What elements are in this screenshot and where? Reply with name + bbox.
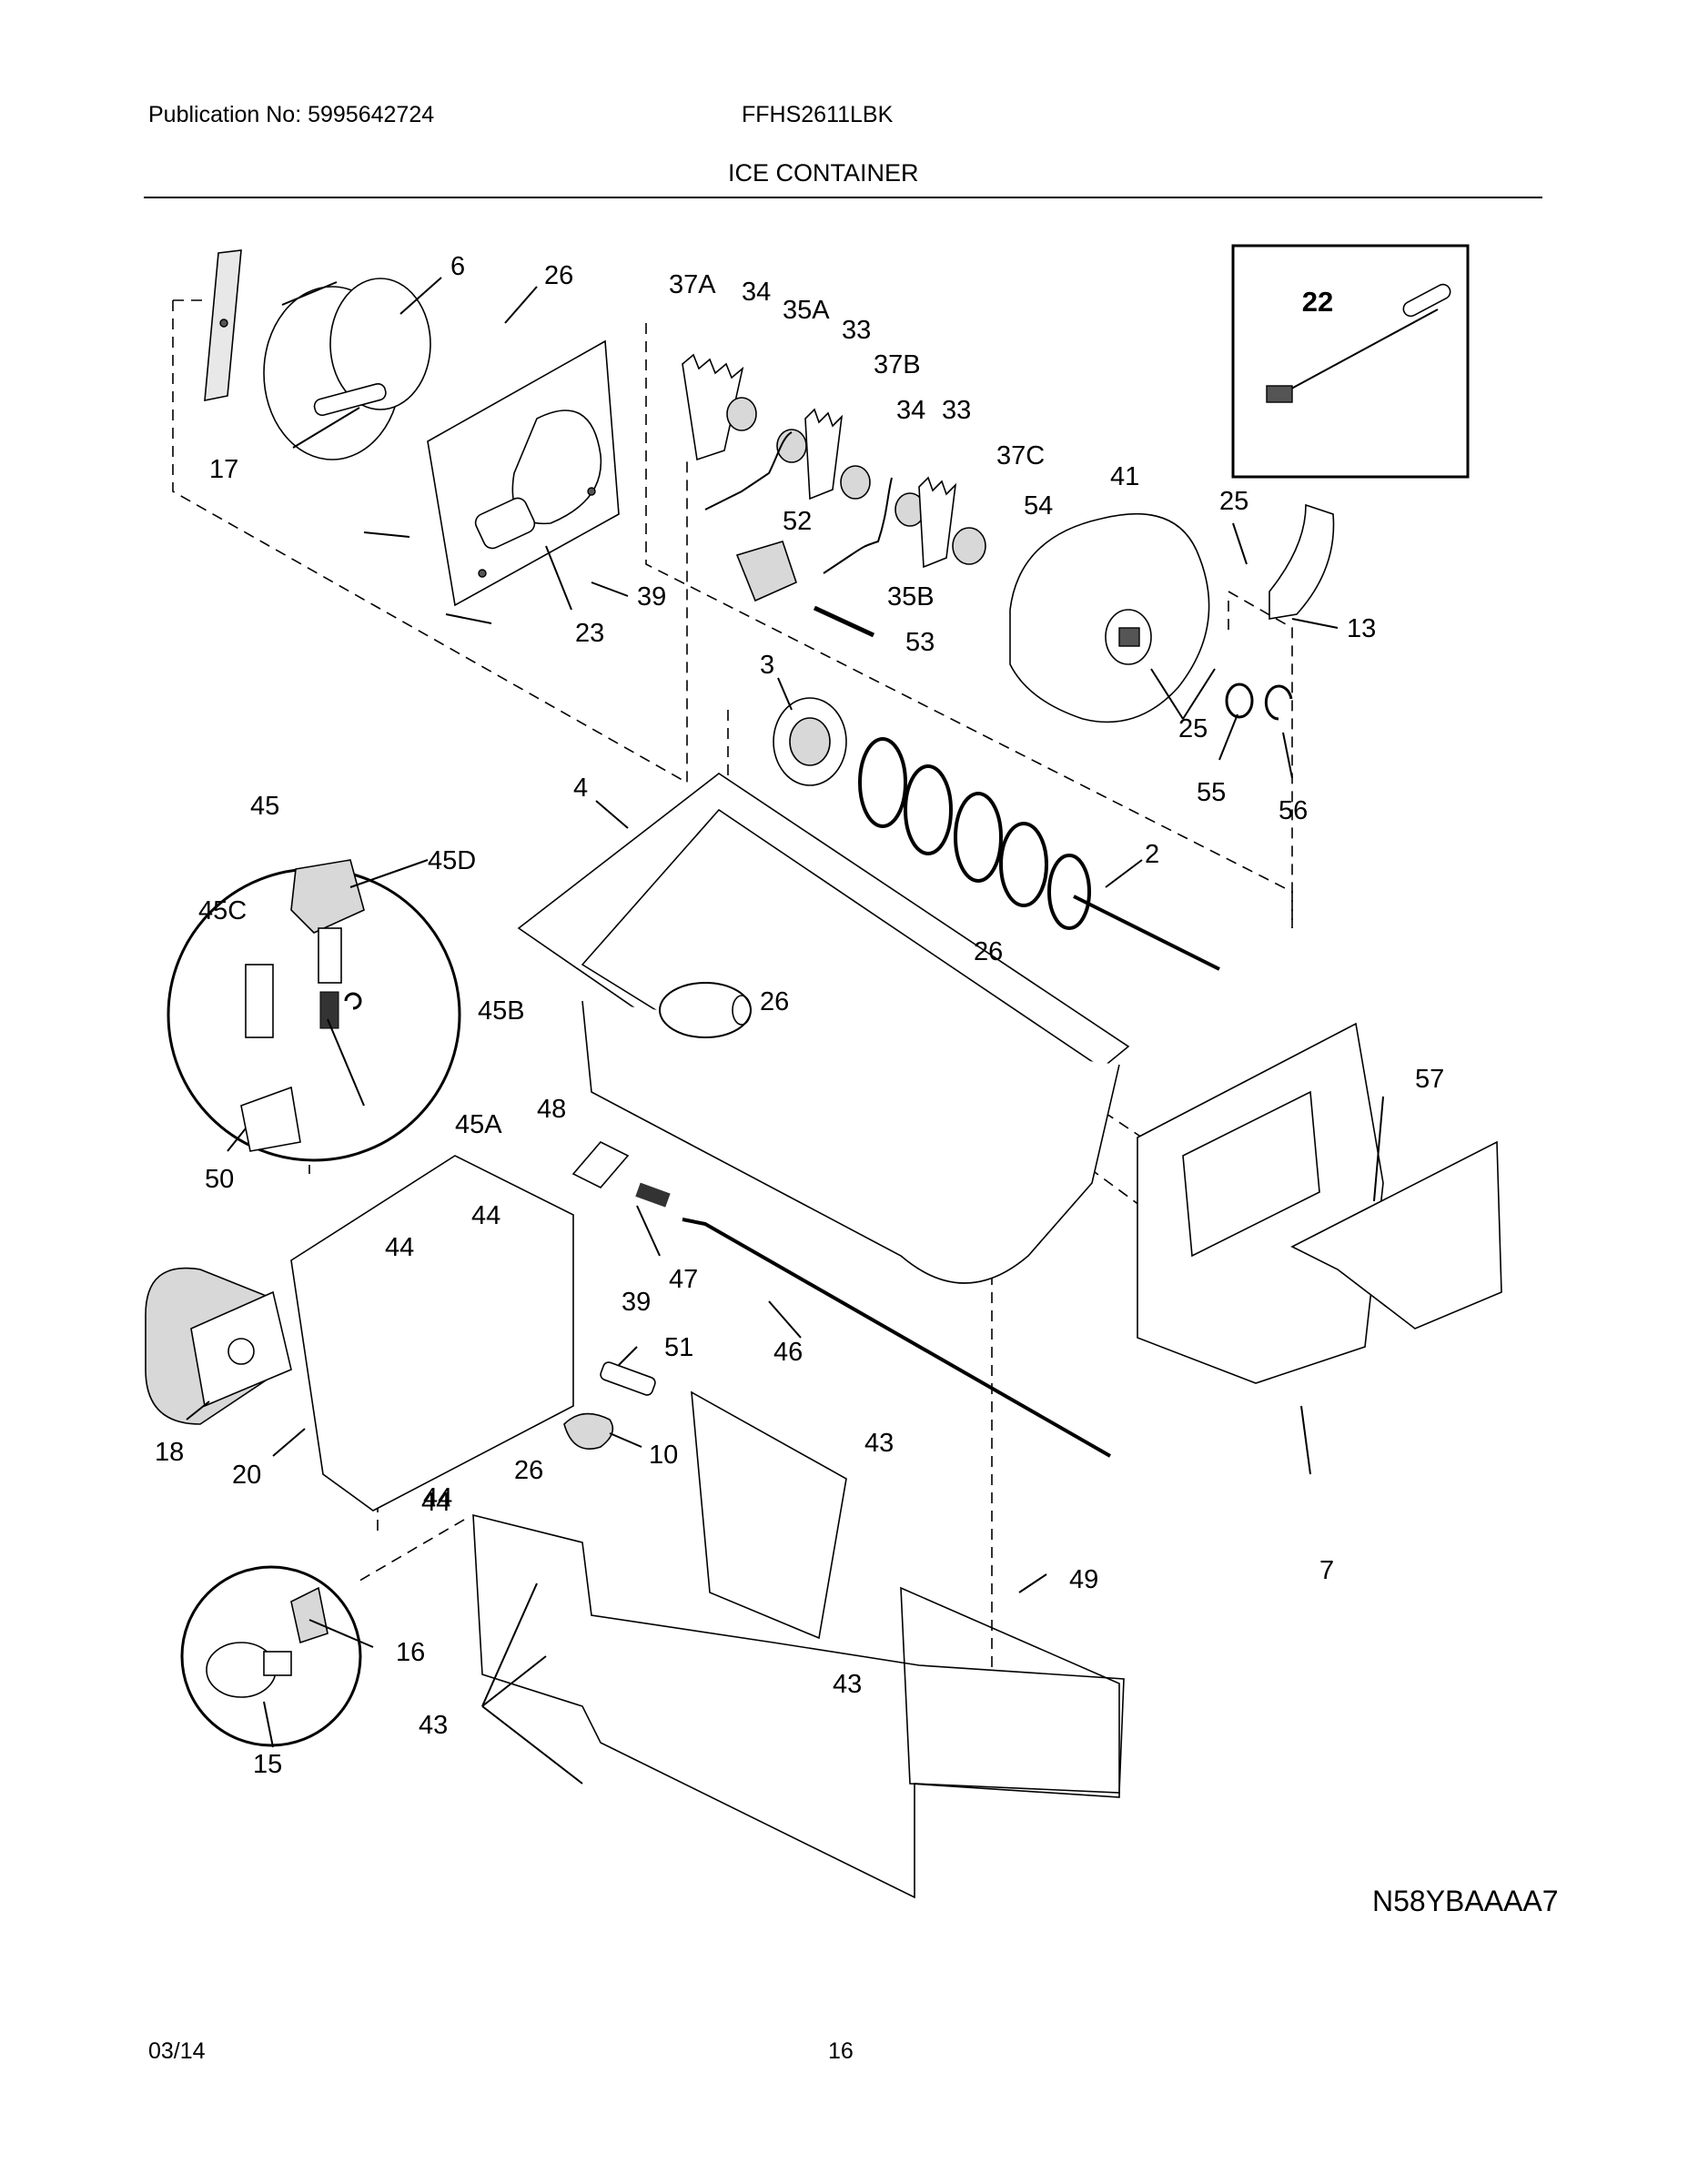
callout-label: 50 [205,1165,234,1194]
part-motor-assembly [145,1155,574,1512]
part-dispenser-cover [1137,1022,1502,1384]
callout-label: 45 [250,792,279,821]
publication-number: Publication No: 5995642724 [148,102,435,127]
callout-label: 25 [1178,714,1208,743]
part-ice-chute-bracket [1269,503,1335,620]
callout-label: 10 [649,1441,678,1470]
callout-label: 53 [905,628,935,657]
callout-label: 17 [209,455,238,484]
callout-label: 39 [637,582,666,612]
inset-circle-solenoid [167,859,461,1162]
callout-label: 33 [942,396,971,425]
callout-label: 37A [669,270,716,299]
callout-label: 54 [1024,491,1053,521]
callout-label: 55 [1197,778,1226,807]
callout-label: 20 [232,1461,261,1490]
callout-label: 49 [1069,1565,1098,1594]
part-auger-housing [1009,512,1210,723]
header-divider [144,197,1542,198]
callout-label: 18 [155,1438,184,1467]
model-number: FFHS2611LBK [742,102,894,127]
callout-label: 33 [842,316,871,345]
callout-label: 44 [423,1483,452,1512]
callout-label: 41 [1110,462,1139,491]
part-switch [563,1361,656,1450]
callout-label: 4 [573,774,588,803]
part-retaining-rings [1225,682,1293,721]
callout-label: 26 [760,987,789,1016]
callout-label: 44 [385,1233,414,1262]
callout-inset: 22 [1302,286,1333,318]
page-number: 16 [828,2038,854,2064]
part-fan [263,278,431,460]
part-filter [204,249,242,401]
callout-label: 37B [874,350,921,379]
part-auger-drive-cluster [682,353,986,638]
inset-box-part-22: 22 [1231,244,1470,479]
callout-labels: 17 6 26 23 39 37A 34 35A 33 37B 34 33 37… [155,252,1444,1779]
callout-label: 57 [1415,1065,1444,1094]
callout-label: 48 [537,1095,566,1124]
callout-label: 45C [198,896,247,925]
callout-label: 56 [1279,796,1308,825]
callout-label: 52 [783,507,812,536]
callout-label: 15 [253,1750,282,1779]
callout-label: 35B [887,582,935,612]
callout-label: 45D [428,846,476,875]
callout-label: 26 [544,261,573,290]
callout-label: 6 [450,252,465,281]
callout-label: 46 [773,1338,803,1367]
part-spring-bracket [571,1141,671,1208]
callout-label: 25 [1219,487,1248,516]
callout-label: 47 [669,1265,698,1294]
callout-label: 43 [419,1711,448,1740]
callout-label: 26 [974,937,1003,966]
page-title: ICE CONTAINER [728,159,919,187]
part-ice-container [517,773,1130,1284]
callout-label: 34 [896,396,925,425]
callout-label: 35A [783,296,830,325]
callout-label: 45B [478,996,525,1026]
callout-label: 45A [455,1110,502,1139]
footer-date: 03/14 [148,2038,206,2064]
callout-label: 23 [575,619,604,648]
callout-label: 7 [1319,1556,1334,1585]
callout-label: 39 [622,1288,651,1317]
part-auger-spring [773,697,1220,971]
callout-label: 43 [864,1429,894,1458]
part-mounting-plate [427,339,620,607]
part-actuator-rod [682,1218,1111,1458]
callout-label: 16 [396,1638,425,1667]
callout-label: 43 [833,1670,862,1699]
part-bottom-cover [472,1390,1125,1899]
callout-label: 13 [1347,614,1376,643]
callout-label: 3 [760,651,774,680]
callout-label: 2 [1145,840,1159,869]
inset-circle-lamp [180,1565,362,1747]
callout-label: 37C [996,441,1045,470]
callout-label: 44 [471,1201,500,1230]
diagram-code: N58YBAAAA7 [1372,1885,1559,1917]
callout-label: 34 [742,278,771,307]
callout-label: 44 [421,1488,450,1517]
callout-label: 51 [664,1333,693,1362]
callout-leader-lines [186,277,1384,1785]
callout-label: 26 [514,1456,543,1485]
